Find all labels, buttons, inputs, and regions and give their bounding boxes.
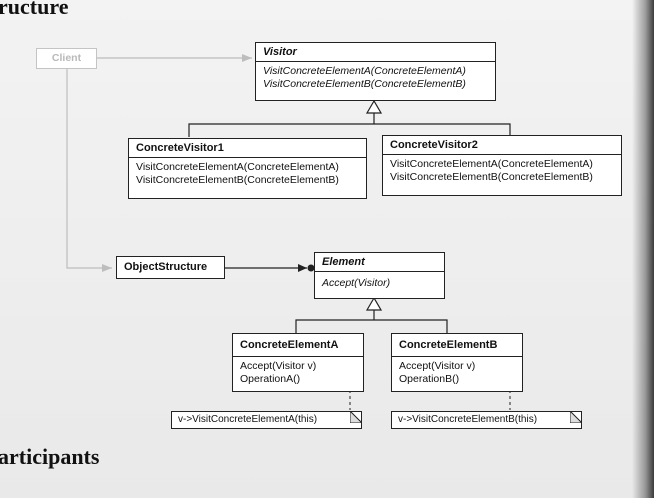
participants-heading: articipants <box>0 444 100 469</box>
visitor-class: Visitor VisitConcreteElementA(ConcreteEl… <box>255 42 496 101</box>
visitor-class-ops: VisitConcreteElementA(ConcreteElementA) … <box>256 61 495 94</box>
note-b-text: v->VisitConcreteElementB(this) <box>398 414 538 425</box>
aggregation-arrowhead <box>298 264 307 272</box>
concrete-visitor2-ops: VisitConcreteElementA(ConcreteElementA) … <box>383 154 621 187</box>
note-b-dogear <box>570 411 582 423</box>
concrete-visitor2-op-b: VisitConcreteElementB(ConcreteElementB) <box>390 171 593 183</box>
concrete-visitor1-name: ConcreteVisitor1 <box>136 142 224 154</box>
note-concrete-element-a: v->VisitConcreteElementA(this) <box>171 411 362 429</box>
client-visitor-arrowhead <box>242 54 252 62</box>
page-edge-shadow <box>632 0 654 498</box>
element-op-accept: Accept(Visitor) <box>322 277 391 289</box>
concrete-element-a-op-operation: OperationA() <box>240 373 301 385</box>
object-structure-name: ObjectStructure <box>124 261 208 273</box>
concrete-visitor2-class: ConcreteVisitor2 VisitConcreteElementA(C… <box>382 135 622 196</box>
concrete-element-b-op-operation: OperationB() <box>399 373 460 385</box>
visitor-inheritance-bar <box>188 123 511 137</box>
client-objectstructure-link <box>66 69 112 269</box>
visitor-op-a: VisitConcreteElementA(ConcreteElementA) <box>263 65 466 77</box>
element-class: Element Accept(Visitor) <box>314 252 445 299</box>
concrete-element-a-op-accept: Accept(Visitor v) <box>240 360 317 372</box>
element-class-ops: Accept(Visitor) <box>315 271 444 293</box>
concrete-visitor1-op-b: VisitConcreteElementB(ConcreteElementB) <box>136 174 339 186</box>
note-concrete-element-b: v->VisitConcreteElementB(this) <box>391 411 582 429</box>
note-a-text: v->VisitConcreteElementA(this) <box>178 414 318 425</box>
concrete-visitor1-ops: VisitConcreteElementA(ConcreteElementA) … <box>129 157 366 190</box>
object-structure-class: ObjectStructure <box>116 256 225 279</box>
aggregation-dot <box>307 264 315 272</box>
visitor-op-b: VisitConcreteElementB(ConcreteElementB) <box>263 78 466 90</box>
concrete-element-a-class: ConcreteElementA Accept(Visitor v) Opera… <box>232 333 364 392</box>
structure-heading: ructure <box>0 0 69 19</box>
concrete-visitor1-class: ConcreteVisitor1 VisitConcreteElementA(C… <box>128 138 367 199</box>
concrete-element-b-class: ConcreteElementB Accept(Visitor v) Opera… <box>391 333 523 392</box>
concrete-visitor1-op-a: VisitConcreteElementA(ConcreteElementA) <box>136 161 339 173</box>
element-class-name: Element <box>322 256 365 268</box>
concrete-element-a-name: ConcreteElementA <box>240 339 339 351</box>
element-generalization-triangle <box>365 296 383 311</box>
note-a-dogear <box>350 411 362 423</box>
concrete-element-b-ops: Accept(Visitor v) OperationB() <box>392 356 522 389</box>
client-box: Client <box>36 48 97 69</box>
element-inheritance-bar <box>295 319 448 334</box>
concrete-visitor2-name: ConcreteVisitor2 <box>390 139 478 151</box>
visitor-generalization-triangle <box>365 99 383 114</box>
concrete-visitor2-op-a: VisitConcreteElementA(ConcreteElementA) <box>390 158 593 170</box>
concrete-element-a-ops: Accept(Visitor v) OperationA() <box>233 356 363 389</box>
visitor-class-name: Visitor <box>263 46 297 58</box>
concrete-element-b-op-accept: Accept(Visitor v) <box>399 360 476 372</box>
client-objectstructure-arrowhead <box>102 264 112 272</box>
concrete-element-b-name: ConcreteElementB <box>399 339 498 351</box>
